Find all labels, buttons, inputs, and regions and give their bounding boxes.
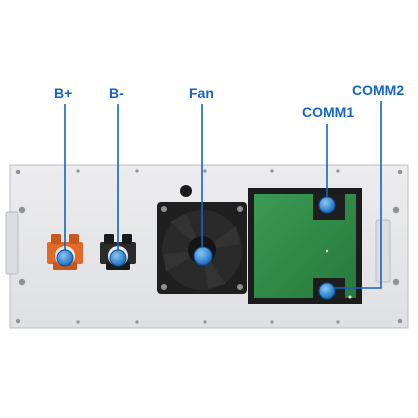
screw-hole — [76, 169, 80, 173]
label-comm1: COMM1 — [302, 104, 355, 120]
screw-hole — [203, 320, 207, 324]
marker-b-minus — [109, 249, 127, 267]
callout-lines — [64, 101, 382, 289]
screw-holes — [15, 169, 403, 324]
screw-hole — [392, 206, 400, 214]
screw-hole — [336, 169, 340, 173]
label-comm2: COMM2 — [352, 82, 405, 98]
screw-hole — [18, 278, 26, 286]
marker-comm1 — [318, 196, 336, 214]
screw-hole — [270, 169, 274, 173]
pcb-board — [248, 188, 362, 304]
label-b-minus: B- — [109, 85, 124, 101]
right-mount-ear — [375, 219, 391, 283]
label-b-plus: B+ — [54, 85, 73, 101]
left-mount-ear — [5, 211, 19, 275]
callout-line-comm2 — [328, 101, 382, 289]
screw-hole — [392, 278, 400, 286]
screw-hole — [135, 169, 139, 173]
screw-hole — [203, 169, 207, 173]
vent-hole — [180, 185, 192, 197]
screw-hole — [397, 318, 403, 324]
screw-hole — [135, 320, 139, 324]
screw-hole — [336, 320, 340, 324]
screw-hole — [15, 318, 21, 324]
marker-comm2 — [318, 282, 336, 300]
marker-fan — [193, 246, 213, 266]
screw-hole — [15, 169, 21, 175]
screw-hole — [76, 320, 80, 324]
screw-hole — [397, 169, 403, 175]
screw-hole — [270, 320, 274, 324]
marker-b-plus — [56, 249, 74, 267]
callout-markers — [56, 196, 336, 300]
screw-hole — [18, 206, 26, 214]
label-fan: Fan — [189, 85, 214, 101]
